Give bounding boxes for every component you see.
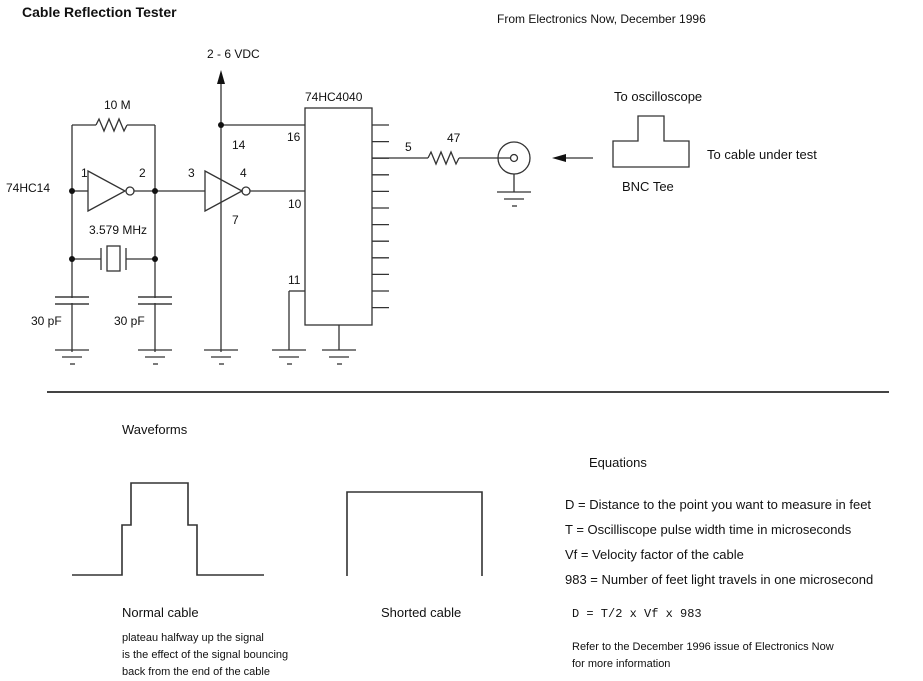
bnc-tee-label: BNC Tee: [622, 179, 674, 194]
ground-icon: [322, 349, 356, 365]
counter-chip-label: 74HC4040: [305, 90, 363, 104]
pin-5-label: 5: [405, 140, 412, 154]
waveform-note-line: is the effect of the signal bouncing: [122, 649, 288, 661]
junction-dot: [218, 122, 224, 128]
inverter-chip-label: 74HC14: [6, 181, 50, 195]
feedback-resistor: [71, 117, 156, 352]
pin-1-label: 1: [81, 166, 88, 180]
arrow-up-icon: [217, 70, 225, 84]
page-title: Cable Reflection Tester: [22, 4, 177, 20]
crystal: [69, 245, 158, 272]
waveform-note-line: back from the end of the cable: [122, 666, 270, 678]
shorted-cable-waveform: [346, 491, 483, 576]
ground-symbols: [55, 349, 356, 365]
pin-10-label: 10: [288, 197, 302, 211]
resistor-10m-label: 10 M: [104, 98, 131, 112]
ground-icon: [138, 349, 172, 365]
counter-ic: [288, 107, 389, 350]
inverter-1: [69, 169, 205, 213]
pin-16-label: 16: [287, 130, 301, 144]
normal-cable-waveform: [72, 482, 264, 576]
equation-definition: 983 = Number of feet light travels in on…: [565, 572, 873, 587]
pin-11-label: 11: [288, 273, 301, 287]
ground-icon: [272, 349, 306, 365]
pin-7-label: 7: [232, 213, 239, 227]
ground-icon: [204, 349, 238, 365]
bnc-connector-icon: [497, 141, 531, 207]
distance-formula: D = T/2 x Vf x 983: [572, 607, 702, 621]
to-cable-label: To cable under test: [707, 147, 817, 162]
crystal-label: 3.579 MHz: [89, 223, 147, 237]
to-oscilloscope-label: To oscilloscope: [614, 89, 702, 104]
shorted-cable-label: Shorted cable: [381, 605, 461, 620]
cap-left-label: 30 pF: [31, 314, 62, 328]
pin-14-label: 14: [232, 138, 246, 152]
waveforms-heading: Waveforms: [122, 422, 188, 437]
inverter-2: [204, 169, 305, 213]
output-resistor: [372, 150, 510, 166]
resistor-47-label: 47: [447, 131, 461, 145]
reference-line: Refer to the December 1996 issue of Elec…: [572, 641, 834, 653]
equation-definition: T = Oscilliscope pulse width time in mic…: [565, 522, 852, 537]
source-citation: From Electronics Now, December 1996: [497, 12, 706, 26]
equation-definition: D = Distance to the point you want to me…: [565, 497, 871, 512]
pin-4-label: 4: [240, 166, 247, 180]
bnc-tee-shape: [612, 115, 690, 168]
supply-label: 2 - 6 VDC: [207, 47, 260, 61]
supply-rail: 2 - 6 VDC: [207, 47, 305, 352]
reference-line: for more information: [572, 658, 670, 670]
waveform-note-line: plateau halfway up the signal: [122, 632, 264, 644]
normal-cable-label: Normal cable: [122, 605, 199, 620]
pin-2-label: 2: [139, 166, 146, 180]
ground-icon: [55, 349, 89, 365]
equations-heading: Equations: [589, 455, 647, 470]
arrow-left-icon: [552, 154, 593, 162]
cap-right-label: 30 pF: [114, 314, 145, 328]
equation-definition: Vf = Velocity factor of the cable: [565, 547, 744, 562]
pin-3-label: 3: [188, 166, 195, 180]
